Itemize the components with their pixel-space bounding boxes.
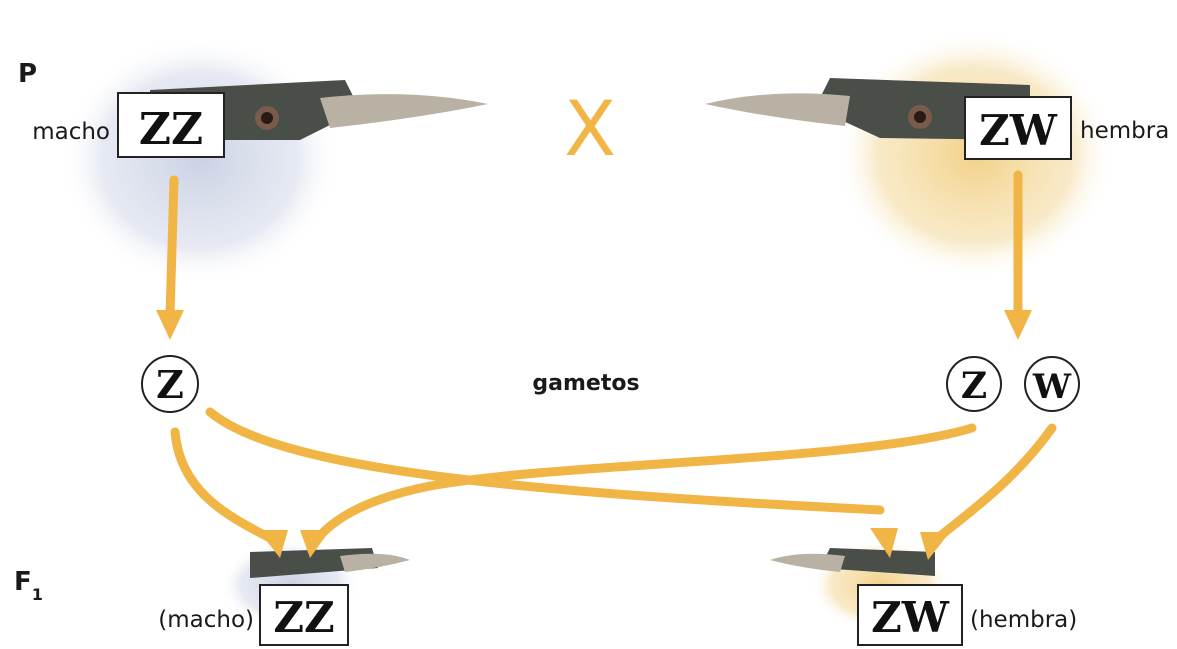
arrow-male-z-to-male-offspring [175,432,270,538]
parental-generation-label: P [18,59,37,89]
cross-symbol: X [564,84,616,173]
male-offspring-label: (macho) [158,607,254,633]
male-parent-genotype: ZZ [139,104,203,155]
arrow-male-z-to-female-offspring [210,412,880,510]
arrow-head [1004,310,1032,340]
female-parent-label: hembra [1080,118,1169,144]
arrow-head [156,310,184,340]
female-parent-genotype: ZW [979,106,1058,155]
female-gamete-z: Z [961,365,987,407]
male-gamete-z: Z [156,362,184,407]
female-offspring-genotype: ZW [871,593,950,642]
male-bird-illustration [60,35,488,285]
female-offspring-label: (hembra) [970,607,1077,633]
arrow-male-to-gamete [170,180,174,315]
female-gamete-w: W [1032,367,1072,407]
arrow-female-w-to-female-offspring [935,428,1052,540]
male-parent-label: macho [32,119,110,145]
male-offspring-genotype: ZZ [273,593,334,642]
gametes-label: gametos [532,371,639,396]
filial-generation-label: F1 [14,567,43,604]
arrow-female-z-to-male-offspring [318,428,972,538]
